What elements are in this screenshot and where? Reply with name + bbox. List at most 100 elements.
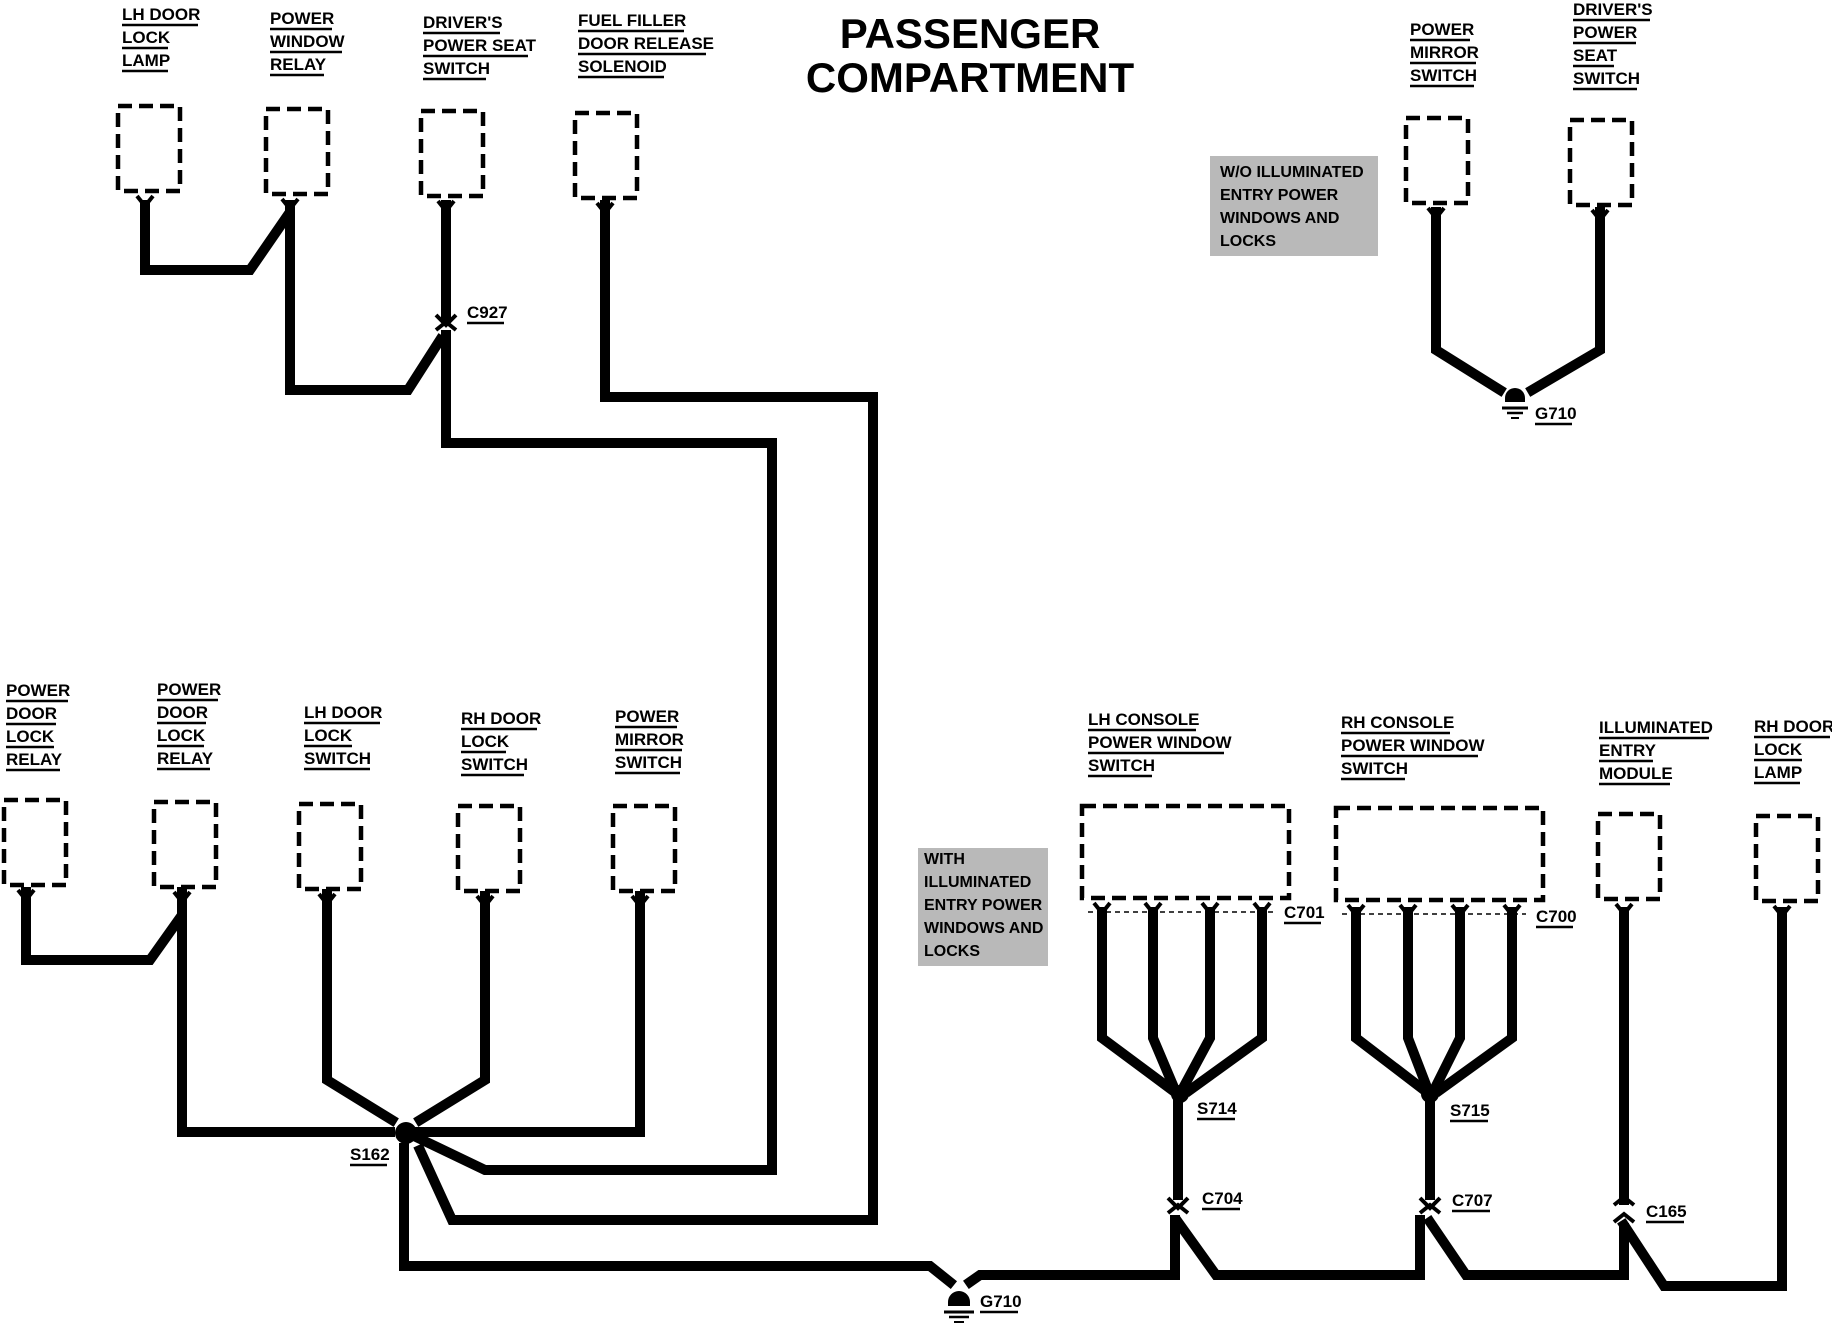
terminal-icon [280, 197, 300, 216]
note-background [1210, 156, 1378, 256]
label-lh-console-power-window-switch: LH CONSOLE POWER WINDOW SWITCH [1088, 710, 1232, 778]
label-line: LOCK [122, 28, 171, 47]
lh-console-power-window-switch-box [1079, 803, 1292, 901]
diagram-title: PASSENGER COMPARTMENT [806, 10, 1135, 101]
note-line: LOCKS [924, 943, 980, 960]
wire [1433, 907, 1517, 1097]
label-line: LAMP [1754, 763, 1802, 782]
reference-labels: C927 G710 S162 G710 C701 C700 S714 S715 … [350, 303, 1687, 1314]
label-line: RELAY [157, 749, 214, 768]
terminal-icon [1614, 902, 1634, 918]
ref-c165: C165 [1646, 1202, 1687, 1221]
power-door-lock-relay-box [1, 797, 69, 888]
drivers-power-seat-switch-box [418, 108, 486, 199]
note-background [918, 848, 1048, 966]
label-line: POWER [1573, 23, 1637, 42]
power-mirror-switch-box [1403, 115, 1471, 206]
label-line: POWER [157, 680, 221, 699]
label-line: LOCK [461, 732, 510, 751]
label-line: SWITCH [615, 753, 682, 772]
ref-g710-bottom: G710 [980, 1292, 1022, 1311]
splice-s714-dot [1171, 1085, 1189, 1103]
lh-door-lock-lamp-box [115, 103, 183, 194]
ground-icon [1505, 388, 1525, 402]
label-power-door-lock-relay-2: POWER DOOR LOCK RELAY [157, 680, 221, 771]
wire [322, 887, 399, 1127]
ref-c700: C700 [1536, 907, 1577, 926]
terminal-icon [172, 890, 192, 909]
wire [1183, 907, 1267, 1097]
note-line: WITH [924, 851, 965, 868]
label-power-mirror-switch-top: POWER MIRROR SWITCH [1410, 20, 1479, 88]
label-line: POWER [270, 9, 334, 28]
terminal-icon [1502, 903, 1522, 919]
label-line: LOCK [6, 727, 55, 746]
inline-connector-icon [1612, 1194, 1636, 1224]
label-line: RH DOOR [461, 709, 541, 728]
splice-s715-dot [1421, 1085, 1439, 1103]
title-line-2: COMPARTMENT [806, 54, 1135, 101]
ref-s162: S162 [350, 1145, 390, 1164]
label-line: POWER WINDOW [1341, 736, 1485, 755]
label-line: DOOR [6, 704, 57, 723]
rh-console-power-window-switch-box [1333, 805, 1546, 903]
label-fuel-filler-door-release-solenoid: FUEL FILLER DOOR RELEASE SOLENOID [578, 11, 714, 79]
power-door-lock-relay-box [151, 799, 219, 890]
label-line: RELAY [270, 55, 327, 74]
wire [405, 330, 777, 1175]
wire [140, 200, 295, 275]
label-line: MIRROR [615, 730, 684, 749]
ref-c927: C927 [467, 303, 508, 322]
ref-s714: S714 [1197, 1099, 1237, 1118]
wire [1431, 207, 1507, 397]
label-line: WINDOW [270, 32, 346, 51]
terminal-icon [1590, 208, 1610, 227]
wire [963, 1215, 1180, 1289]
wire [1171, 1215, 1425, 1280]
label-line: POWER SEAT [423, 36, 537, 55]
note-with-illuminated: WITH ILLUMINATED ENTRY POWER WINDOWS AND… [918, 848, 1048, 966]
wire [1617, 907, 1787, 1291]
note-without-illuminated: W/O ILLUMINATED ENTRY POWER WINDOWS AND … [1210, 156, 1378, 256]
terminal-icon [1450, 903, 1470, 919]
rh-door-lock-switch-box [455, 803, 523, 894]
label-line: MODULE [1599, 764, 1673, 783]
note-line: ENTRY POWER [924, 897, 1043, 914]
label-line: RELAY [6, 750, 63, 769]
label-line: SWITCH [423, 59, 490, 78]
label-line: RH DOOR [1754, 717, 1832, 736]
terminal-connectors [16, 194, 1792, 920]
terminal-icon [1252, 901, 1272, 917]
title-line-1: PASSENGER [840, 10, 1101, 57]
label-line: DRIVER'S [423, 13, 503, 32]
terminal-icon [595, 201, 615, 220]
note-line: ENTRY POWER [1220, 187, 1339, 204]
label-line: POWER [1410, 20, 1474, 39]
label-line: SWITCH [304, 749, 371, 768]
wire [399, 1143, 958, 1290]
wire [1351, 907, 1432, 1098]
label-drivers-power-seat-switch-top: DRIVER'S POWER SEAT SWITCH [1573, 0, 1653, 91]
label-line: RH CONSOLE [1341, 713, 1454, 732]
terminal-icon [317, 892, 337, 911]
component-boxes [1, 103, 1821, 904]
label-line: SWITCH [1341, 759, 1408, 778]
terminal-icon [630, 894, 650, 913]
terminal-icon [1398, 903, 1418, 919]
wire [413, 200, 878, 1225]
wire [1097, 907, 1179, 1097]
wire [21, 887, 187, 965]
terminal-icon [475, 894, 495, 913]
label-power-mirror-switch-bottom: POWER MIRROR SWITCH [615, 707, 684, 775]
label-line: POWER [615, 707, 679, 726]
wire [177, 910, 395, 1137]
label-line: MIRROR [1410, 43, 1479, 62]
power-window-relay-box [263, 106, 331, 197]
ref-c707: C707 [1452, 1191, 1493, 1210]
splices [395, 1085, 1439, 1144]
label-line: POWER [6, 681, 70, 700]
terminal-icon [16, 888, 36, 907]
terminal-icon [1200, 901, 1220, 917]
wire [1175, 907, 1215, 1097]
